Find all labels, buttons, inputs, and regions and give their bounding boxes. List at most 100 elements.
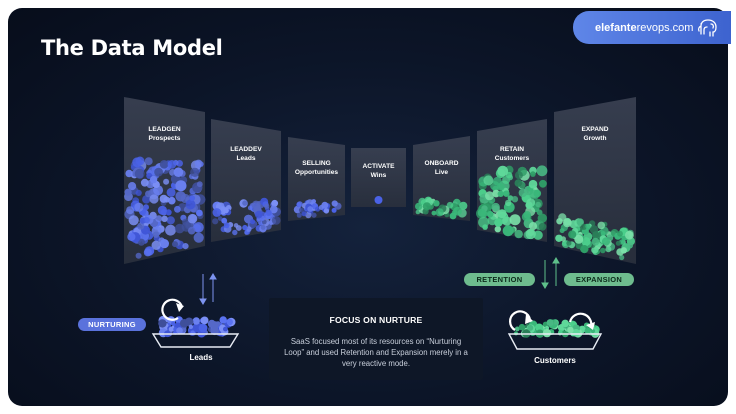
lead-dot [242,224,248,231]
customer-dot [528,179,538,189]
lead-dot [318,205,324,210]
lead-dot [221,217,228,224]
lead-dot [212,218,219,225]
customer-dot [459,201,468,210]
lead-dot [151,240,161,250]
lead-dot [185,199,196,210]
lead-dot [212,208,222,217]
stage-subtitle: Leads [236,155,255,162]
customer-dot [497,209,507,219]
lead-dot [149,175,158,184]
customer-dot [494,218,503,227]
lead-dot [157,205,167,215]
lead-dot [163,178,170,185]
customer-dot [590,328,596,334]
customer-dot [529,189,540,200]
customer-dot [502,216,512,226]
lead-dot [135,252,142,259]
retention-loop-icon [509,310,533,331]
lead-dot [125,169,133,178]
customer-dot [518,188,528,198]
lead-dot [167,160,177,169]
lead-dot [132,157,143,168]
customer-dot [453,206,462,216]
customer-dot [505,199,512,207]
customer-dot [546,319,554,327]
customer-dot [562,240,568,247]
lead-dot [193,222,204,233]
lead-dot [223,207,229,214]
customer-dot [580,245,589,254]
customer-dot [493,176,502,186]
customer-dot [483,175,494,186]
customer-dot [600,247,606,254]
lead-dot [261,219,267,225]
stage-subtitle: Prospects [149,135,181,142]
lead-dot [161,215,168,222]
customer-dot [591,237,600,246]
customer-dot [491,202,500,212]
customer-dot [525,228,536,240]
lead-dot [140,178,149,187]
customer-dot [525,201,533,209]
lead-dot [296,212,302,218]
lead-dot [174,223,185,234]
leads-label: Leads [189,353,213,362]
lead-dot [158,319,167,328]
customer-dot [422,202,431,211]
lead-dot [182,243,189,250]
lead-dot [271,199,279,207]
lead-dot [223,326,228,332]
lead-dot [176,327,183,334]
customer-dot [566,240,572,246]
customers-label: Customers [534,356,576,365]
customer-dot [558,213,567,222]
lead-dot [175,180,187,192]
lead-dot [226,318,233,326]
customer-dot [497,165,509,177]
customer-dot [589,225,599,234]
customer-dot [521,212,531,222]
lead-dot [331,207,337,213]
customer-dot [486,210,494,218]
lead-dot [165,209,172,216]
lead-dot [242,200,248,206]
page-title: The Data Model [41,36,223,60]
customer-dot [435,208,444,217]
retention-pill: RETENTION [464,273,535,286]
lead-dot [301,211,307,217]
note-heading: FOCUS ON NURTURE [329,315,423,325]
customer-dot [527,324,534,331]
lead-dot [128,215,139,226]
customer-dot [492,189,500,198]
stage-subtitle: Customers [495,155,530,162]
stage-name: EXPAND [582,126,609,133]
customer-dot [601,237,611,246]
lead-dot [305,211,312,219]
stage-name: LEADDEV [230,146,262,153]
lead-dot [143,216,150,224]
customer-dot [503,190,510,197]
win-dot [374,196,383,204]
lead-dot [235,225,242,231]
brand-badge[interactable]: elefante revops.com | [573,11,731,44]
stage-panel-leaddev: LEADDEV Leads [211,119,281,242]
customer-dot [509,214,521,226]
customer-dot [415,202,423,211]
customer-dot [574,234,584,244]
customer-dot [591,246,599,254]
brand-name-rest: revops.com [636,21,694,34]
customer-dot [536,165,548,177]
lead-dot [193,232,204,243]
lead-dot [254,210,263,219]
lead-dot [210,326,219,336]
stage-name: ONBOARD [424,160,458,167]
customer-dot [627,242,633,249]
customer-dot [477,208,486,217]
lead-dot [126,206,135,215]
lead-dot [128,182,137,191]
lead-dot [194,159,203,168]
lead-dot [198,323,208,333]
customer-dot [561,319,569,328]
customer-dot [542,328,552,338]
